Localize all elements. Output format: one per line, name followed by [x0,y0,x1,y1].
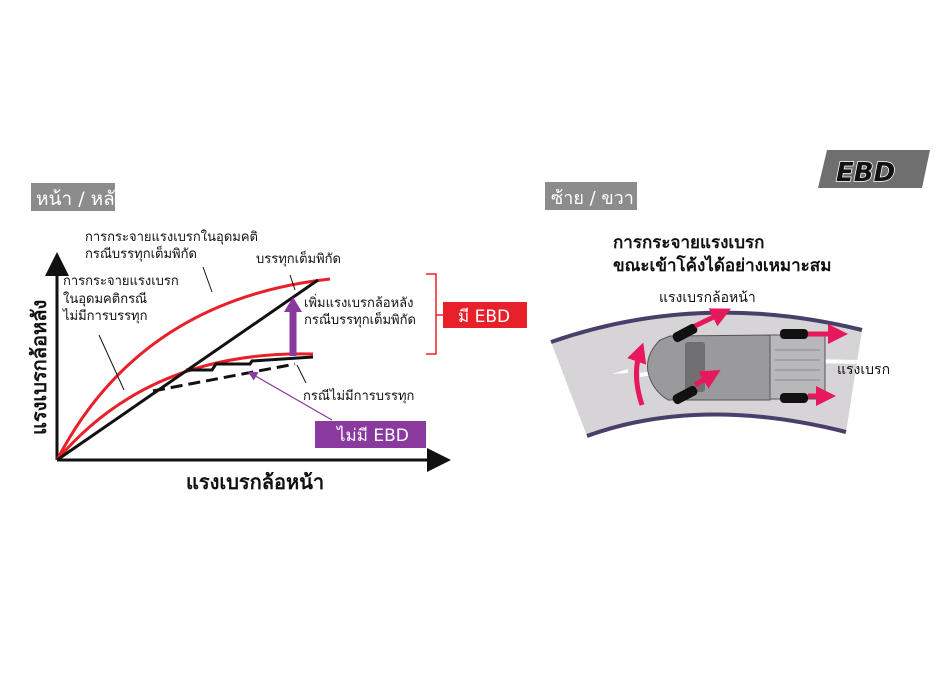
full-load-label: บรรทุกเต็มพิกัด [256,249,341,267]
pointer-line [98,334,125,391]
without-ebd-dashed-line [152,362,296,393]
pointer-line [296,364,307,384]
road-edge-bottom [586,412,847,438]
no-load-label: กรณีไม่มีการบรรทุก [303,388,414,404]
front-rear-chart: หน้า / หลัง แรงเบรกล้อหลัง แรงเบรกล้อหน้… [27,183,527,494]
pointer-line [202,266,213,293]
front-right-tire [672,385,698,405]
front-rear-tag-label: หน้า / หลัง [36,188,124,210]
left-right-tag-label: ซ้าย / ขวา [551,188,634,209]
pickup-truck [647,323,826,405]
increase-label: เพิ่มแรงเบรกล้อหลัง กรณีบรรทุกเต็มพิกัด [304,294,418,328]
rear-left-tire [780,329,808,339]
ideal-full-load-label: การกระจายแรงเบรกในอุดมคติ กรณีบรรทุกเต็ม… [85,229,262,262]
front-brake-label: แรงเบรกล้อหน้า [659,290,756,306]
ideal-full-load-curve [55,277,331,461]
ebd-logo: EBD [818,150,930,189]
road-edge-top [550,310,863,344]
rear-right-tire [780,393,808,403]
travel-arrow-head [612,369,628,374]
front-rear-tag [31,183,115,211]
without-ebd-badge [315,421,426,448]
brake-force-arrows [627,308,848,406]
ideal-no-load-label: การกระจายแรงเบรก ในอุดมคติกรณี ไม่มีการบ… [62,274,183,324]
left-right-panel: EBD ซ้าย / ขวา การกระจายแรงเบรก ขณะเข้าโ… [545,150,930,438]
ebd-logo-text: EBD [836,158,895,188]
cornering-title: การกระจายแรงเบรก ขณะเข้าโค้งได้อย่างเหมา… [613,233,831,276]
pointer-line [289,274,296,291]
ideal-no-load-curve [55,352,314,461]
without-ebd-pointer [247,371,333,421]
no-load-stepped-line [186,355,314,372]
with-ebd-bracket [426,273,437,355]
without-ebd-label: ไม่มี EBD [335,425,409,446]
left-right-tag [545,182,637,210]
increase-arrow-head [284,297,302,312]
with-ebd-label: มี EBD [458,307,510,327]
brake-label: แรงเบรก [837,362,890,378]
x-axis-label: แรงเบรกล้อหน้า [186,470,324,494]
with-ebd-badge [443,302,527,328]
y-axis-label: แรงเบรกล้อหลัง [27,300,51,435]
rotation-arrow [627,342,647,406]
front-left-tire [672,323,698,343]
